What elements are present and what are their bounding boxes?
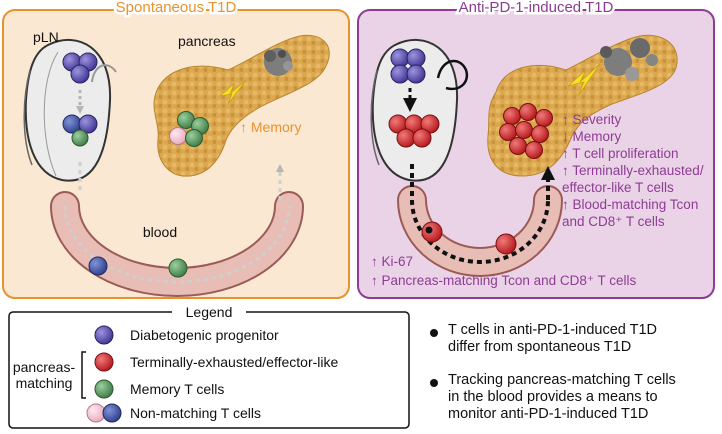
legend-label-progenitor: Diabetogenic progenitor xyxy=(130,327,279,343)
bullet-dot-icon xyxy=(430,379,438,387)
effect-line-4: ↑ Terminally-exhausted/ xyxy=(562,163,704,178)
blood-effects-list: ↑ Ki-67 ↑ Pancreas-matching Tcon and CD8⁺… xyxy=(371,254,637,288)
effect-line-3: ↑ T cell proliferation xyxy=(562,146,679,161)
legend-label-nonmatching: Non-matching T cells xyxy=(130,405,261,421)
legend-swatch-effector xyxy=(94,352,114,372)
damage-lightning-icon xyxy=(218,79,247,105)
legend-swatch-memory xyxy=(94,379,114,399)
legend-group-bracket xyxy=(81,351,86,399)
legend-swatch-nonmatching-pink xyxy=(86,403,106,423)
blood-effect-line-1: ↑ Ki-67 xyxy=(371,254,413,269)
pancreas-cell-cluster xyxy=(499,103,553,159)
blood-proliferating-cell xyxy=(421,221,443,243)
recirculation-arrow xyxy=(91,64,117,83)
memory-note: ↑ Memory xyxy=(240,119,301,135)
damage-lightning-icon xyxy=(567,63,601,97)
blood-label: blood xyxy=(143,224,177,240)
anti-pd1-panel: Anti-PD-1-induced T1D xyxy=(357,0,715,299)
conclusion-2-line-3: monitor anti-PD-1-induced T1D xyxy=(448,406,649,422)
effect-line-1: ↑ Severity xyxy=(562,112,622,127)
pancreas-cell-cluster xyxy=(169,111,209,147)
legend-label-memory: Memory T cells xyxy=(130,381,224,397)
circulation-path-right xyxy=(410,199,550,264)
progenitor-cluster xyxy=(390,48,426,84)
conclusion-1-line-1: T cells in anti-PD-1-induced T1D xyxy=(448,322,657,338)
pd1-effects-list: ↑ Severity ↓ Memory ↑ T cell proliferation… xyxy=(562,112,704,229)
effect-line-2: ↓ Memory xyxy=(562,129,622,144)
blood-nonmatching-cell xyxy=(88,256,108,276)
conclusion-2-line-2: in the blood provides a means to xyxy=(448,389,658,405)
legend-group-label-line2: matching xyxy=(16,375,73,391)
spontaneous-title: Spontaneous T1D xyxy=(116,0,237,16)
effect-line-6: ↑ Blood-matching Tcon xyxy=(562,197,698,212)
pln-effector-cluster xyxy=(62,114,98,147)
anti-pd1-title: Anti-PD-1-induced T1D xyxy=(459,0,614,16)
proliferation-cycle-arrow xyxy=(436,59,469,91)
pln-effector-cluster xyxy=(388,114,440,148)
effect-line-5: effector-like T cells xyxy=(562,180,674,195)
effect-line-7: and CD8⁺ T cells xyxy=(562,214,665,229)
pln-label: pLN xyxy=(33,29,59,45)
blood-vessel-left xyxy=(52,193,302,295)
legend-label-effector: Terminally-exhausted/effector-like xyxy=(130,354,338,370)
spontaneous-panel: Spontaneous T1D pLN pancrea xyxy=(2,0,350,299)
conclusion-1-line-2: differ from spontaneous T1D xyxy=(448,339,632,355)
legend-title: Legend xyxy=(186,304,233,320)
progenitor-cluster xyxy=(62,52,98,84)
legend-title-backdrop xyxy=(172,304,246,320)
blood-effect-line-2: ↑ Pancreas-matching Tcon and CD8⁺ T cell… xyxy=(371,273,637,288)
legend-swatch-progenitor xyxy=(94,325,114,345)
pancreas-label: pancreas xyxy=(178,33,236,49)
legend: Legend Diabetogenic progenitor pancreas-… xyxy=(8,304,410,429)
legend-group-label-line1: pancreas- xyxy=(13,359,76,375)
bullet-dot-icon xyxy=(430,329,438,337)
conclusion-2-line-1: Tracking pancreas-matching T cells xyxy=(448,372,676,388)
ki67-marker-dot xyxy=(425,226,433,234)
blood-memory-cell xyxy=(168,258,188,278)
legend-swatch-nonmatching-blue xyxy=(102,403,122,423)
blood-effector-cell xyxy=(495,233,517,255)
